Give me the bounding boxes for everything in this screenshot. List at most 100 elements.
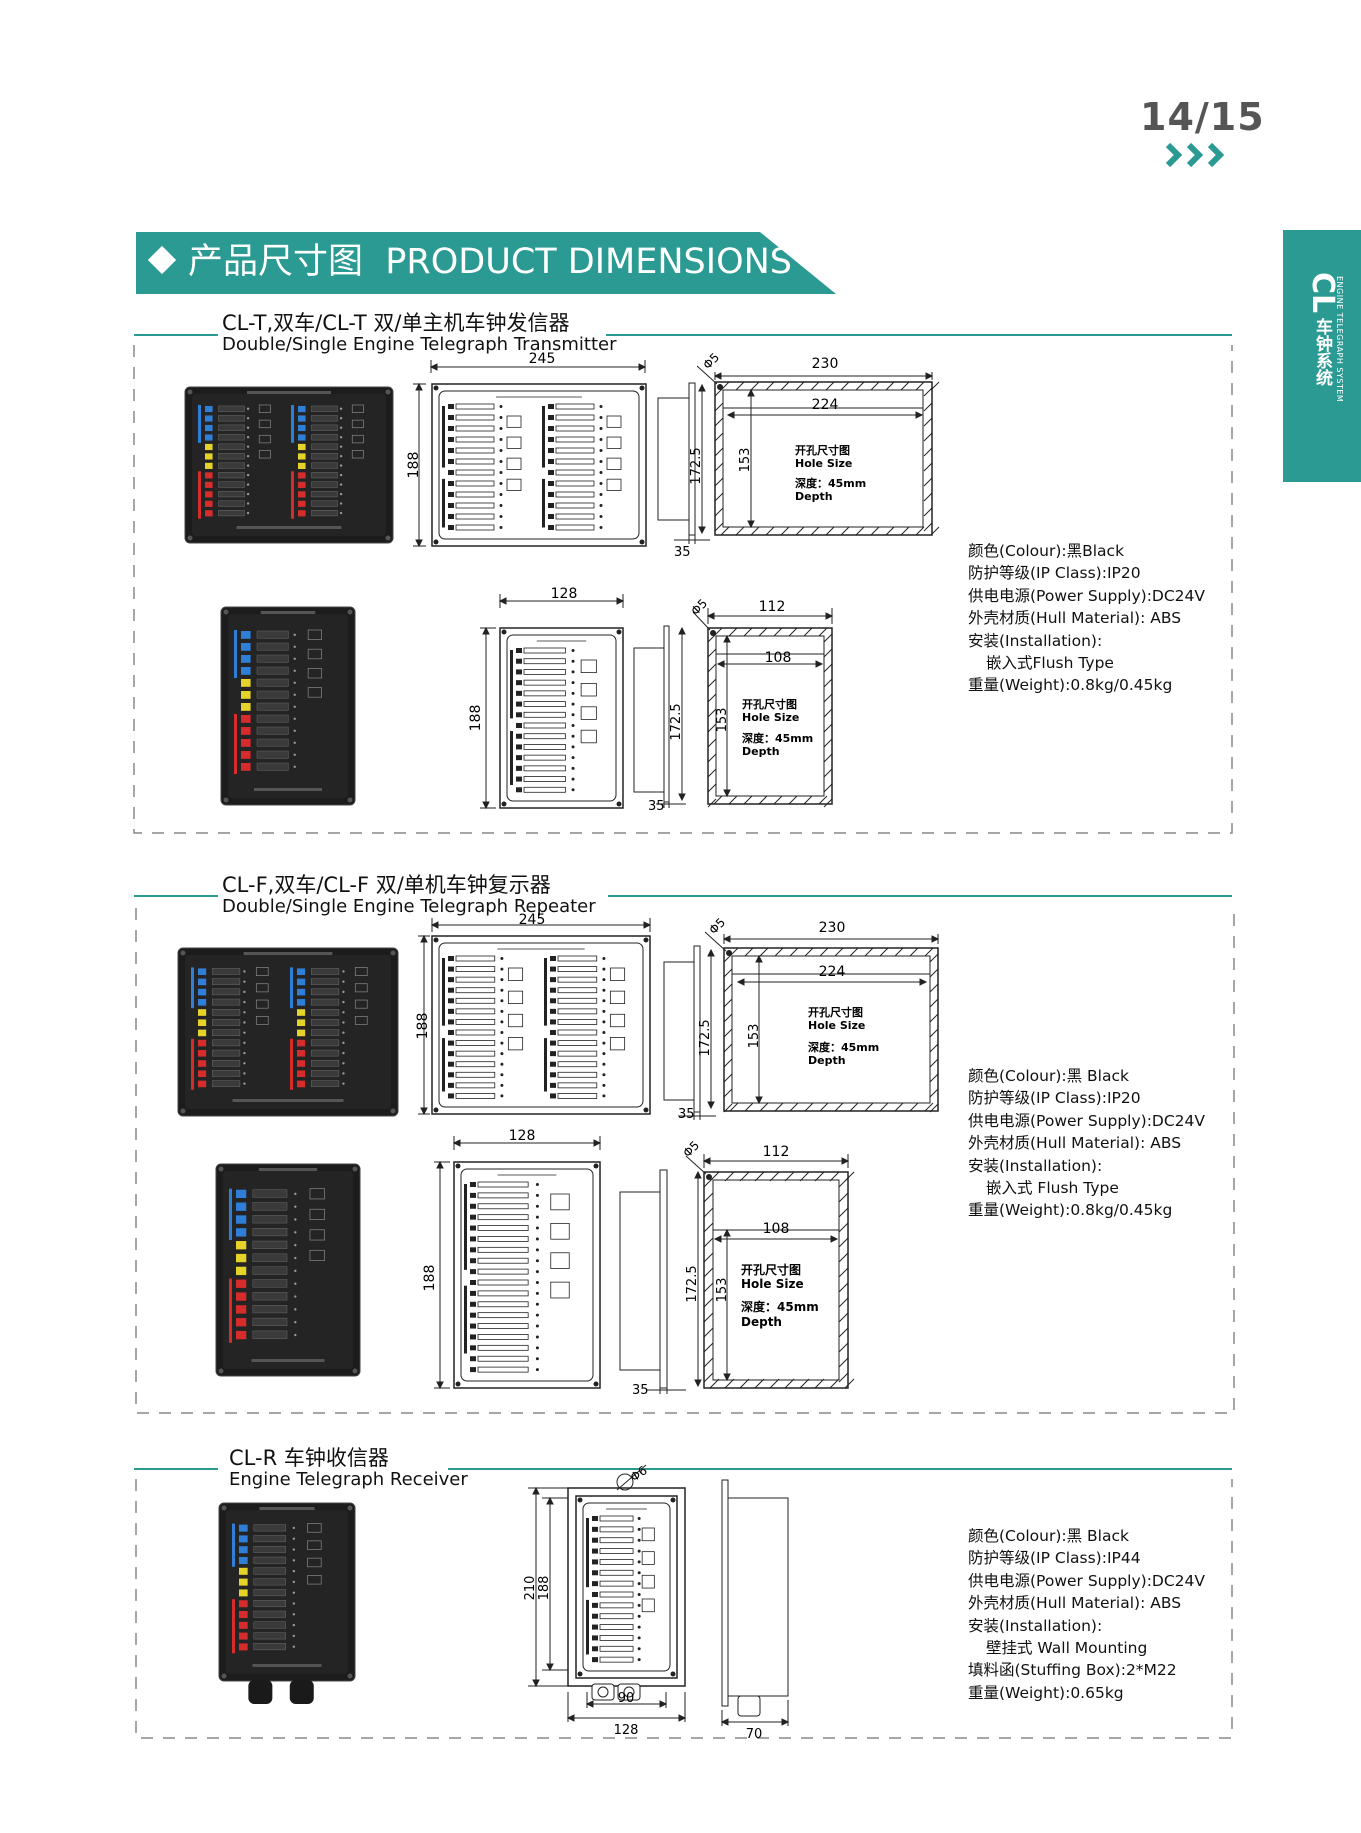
- dim-depth: 35: [674, 545, 691, 560]
- spec-install-type: 嵌入式Flush Type: [986, 653, 1114, 672]
- section-2-subtitle: Double/Single Engine Telegraph Repeater: [222, 896, 596, 917]
- dim-side-height: 172.5: [685, 1265, 700, 1302]
- spec-weight: 重量(Weight):0.65kg: [968, 1683, 1124, 1702]
- dim-cut-inner: 108: [765, 650, 792, 666]
- dim-cut-width: 230: [812, 356, 839, 372]
- spec-ip: 防护等级(IP Class):IP20: [968, 1089, 1141, 1108]
- dim-hole: Φ5: [680, 1138, 702, 1160]
- spec-install: 安装(Installation):: [968, 1156, 1103, 1175]
- dim-depth: 35: [678, 1107, 695, 1122]
- side-tab: CL 车钟系统 ENGINE TELEGRAPH SYSTEM: [1283, 230, 1361, 482]
- spec-install: 安装(Installation):: [968, 1616, 1103, 1635]
- front-view-cl-t-single: 128 188: [468, 586, 625, 810]
- dim-cut-height: 153: [715, 708, 730, 733]
- hole-view-cl-f-double: 230 224 153 172.5 35 Φ5 开孔尺寸图 Hole Size …: [663, 915, 940, 1122]
- spec-stuffing: 填料函(Stuffing Box):2*M22: [968, 1661, 1177, 1680]
- front-view-cl-t-double: 245 188: [406, 351, 647, 548]
- dim-cut-width: 112: [759, 599, 786, 615]
- spec-colour: 颜色(Colour):黑 Black: [968, 1067, 1129, 1085]
- dim-cut-height: 153: [738, 448, 753, 473]
- dim-depth: 35: [648, 799, 665, 814]
- spec-hull: 外壳材质(Hull Material): ABS: [968, 1594, 1182, 1613]
- depth-label-cn: 深度：45mm: [741, 1299, 819, 1314]
- dim-width-label: 245: [519, 912, 546, 928]
- side-tab-subtitle: ENGINE TELEGRAPH SYSTEM: [1335, 276, 1344, 403]
- hole-label-cn: 开孔尺寸图: [742, 697, 797, 711]
- product-photo-cl-t-double: [184, 386, 394, 544]
- dim-width-inner: 90: [618, 1691, 635, 1706]
- hole-view-cl-t-double: 230 224 153 172.5 35 Φ5 开孔尺寸图 Hole Size …: [657, 350, 940, 560]
- dim-height-label: 188: [422, 1265, 438, 1292]
- hole-label-en: Hole Size: [795, 457, 852, 470]
- depth-label-cn: 深度：45mm: [795, 476, 866, 490]
- spec-power: 供电电源(Power Supply):DC24V: [968, 1571, 1206, 1590]
- dim-side-height: 172.5: [669, 703, 684, 740]
- specs-cl-t: 颜色(Colour):黑Black 防护等级(IP Class):IP20 供电…: [968, 540, 1205, 697]
- dim-width-label: 245: [529, 351, 556, 367]
- front-view-cl-f-single: 128 188: [422, 1128, 602, 1390]
- specs-cl-f: 颜色(Colour):黑 Black 防护等级(IP Class):IP20 供…: [968, 1065, 1205, 1222]
- dim-height-label: 188: [468, 705, 484, 732]
- product-photo-cl-r: [218, 1502, 356, 1704]
- hole-view-cl-t-single: 112 108 153 172.5 35 Φ5 开孔尺寸图 Hole Size …: [633, 596, 834, 814]
- spec-ip: 防护等级(IP Class):IP20: [968, 564, 1141, 583]
- hole-label-en: Hole Size: [742, 711, 799, 724]
- dim-cut-width: 112: [763, 1144, 790, 1160]
- side-tab-code: CL: [1305, 272, 1340, 314]
- header-banner: [136, 232, 836, 294]
- side-tab-title: 车钟系统: [1312, 318, 1332, 387]
- spec-install-type: 壁挂式 Wall Mounting: [986, 1638, 1148, 1657]
- page-title-cn: 产品尺寸图: [188, 242, 364, 282]
- dim-height-inner: 188: [537, 1576, 552, 1601]
- spec-colour: 颜色(Colour):黑Black: [968, 542, 1125, 560]
- spec-weight: 重量(Weight):0.8kg/0.45kg: [968, 676, 1173, 695]
- specs-cl-r: 颜色(Colour):黑 Black 防护等级(IP Class):IP44 供…: [968, 1525, 1205, 1704]
- product-photo-cl-f-single: [215, 1163, 361, 1377]
- dim-cut-inner: 224: [819, 964, 846, 980]
- dim-width-label: 128: [551, 586, 578, 602]
- dim-cut-inner: 224: [812, 397, 839, 413]
- hole-label-cn: 开孔尺寸图: [808, 1005, 863, 1019]
- spec-power: 供电电源(Power Supply):DC24V: [968, 1111, 1206, 1130]
- page-number: 14/15: [1140, 95, 1265, 139]
- product-photo-cl-f-double: [177, 947, 399, 1117]
- section-1-subtitle: Double/Single Engine Telegraph Transmitt…: [222, 334, 617, 355]
- dim-cut-height: 153: [747, 1024, 762, 1049]
- dim-width-label: 128: [509, 1128, 536, 1144]
- dim-side-height: 172.5: [698, 1019, 713, 1056]
- hole-label-cn: 开孔尺寸图: [795, 443, 850, 457]
- depth-label-en: Depth: [741, 1315, 782, 1329]
- hole-label-cn: 开孔尺寸图: [741, 1262, 801, 1277]
- section-2-title: CL-F,双车/CL-F 双/单机车钟复示器: [222, 873, 551, 897]
- section-3-subtitle: Engine Telegraph Receiver: [229, 1469, 468, 1490]
- spec-colour: 颜色(Colour):黑 Black: [968, 1527, 1129, 1545]
- dim-depth: 70: [746, 1727, 763, 1742]
- depth-label-en: Depth: [742, 745, 780, 758]
- dim-hole: Φ5: [688, 596, 710, 618]
- dim-width: 128: [614, 1723, 639, 1738]
- spec-power: 供电电源(Power Supply):DC24V: [968, 586, 1206, 605]
- dim-hole: Φ6: [628, 1463, 650, 1484]
- spec-install-type: 嵌入式 Flush Type: [986, 1178, 1119, 1197]
- spec-ip: 防护等级(IP Class):IP44: [968, 1549, 1141, 1568]
- spec-install: 安装(Installation):: [968, 631, 1103, 650]
- dim-cut-height: 153: [715, 1278, 730, 1303]
- dim-height-label: 188: [415, 1013, 431, 1040]
- side-tab-label: CL 车钟系统: [1305, 272, 1340, 386]
- side-view-cl-r: 70: [720, 1479, 790, 1742]
- spec-weight: 重量(Weight):0.8kg/0.45kg: [968, 1201, 1173, 1220]
- depth-label-cn: 深度：45mm: [742, 731, 813, 745]
- dim-depth: 35: [632, 1383, 649, 1398]
- spec-hull: 外壳材质(Hull Material): ABS: [968, 1134, 1182, 1153]
- page-title-en: PRODUCT DIMENSIONS: [385, 242, 793, 282]
- product-photo-cl-t-single: [220, 606, 356, 806]
- dim-hole: Φ5: [700, 350, 722, 372]
- depth-label-en: Depth: [795, 490, 833, 503]
- spec-hull: 外壳材质(Hull Material): ABS: [968, 609, 1182, 628]
- chevrons-icon: [1165, 142, 1225, 168]
- depth-label-en: Depth: [808, 1054, 846, 1067]
- hole-view-cl-f-single: 112 108 153 172.5 35 Φ5 开孔尺寸图 Hole Size …: [619, 1138, 855, 1398]
- section-1-title: CL-T,双车/CL-T 双/单主机车钟发信器: [222, 311, 570, 335]
- depth-label-cn: 深度：45mm: [808, 1040, 879, 1054]
